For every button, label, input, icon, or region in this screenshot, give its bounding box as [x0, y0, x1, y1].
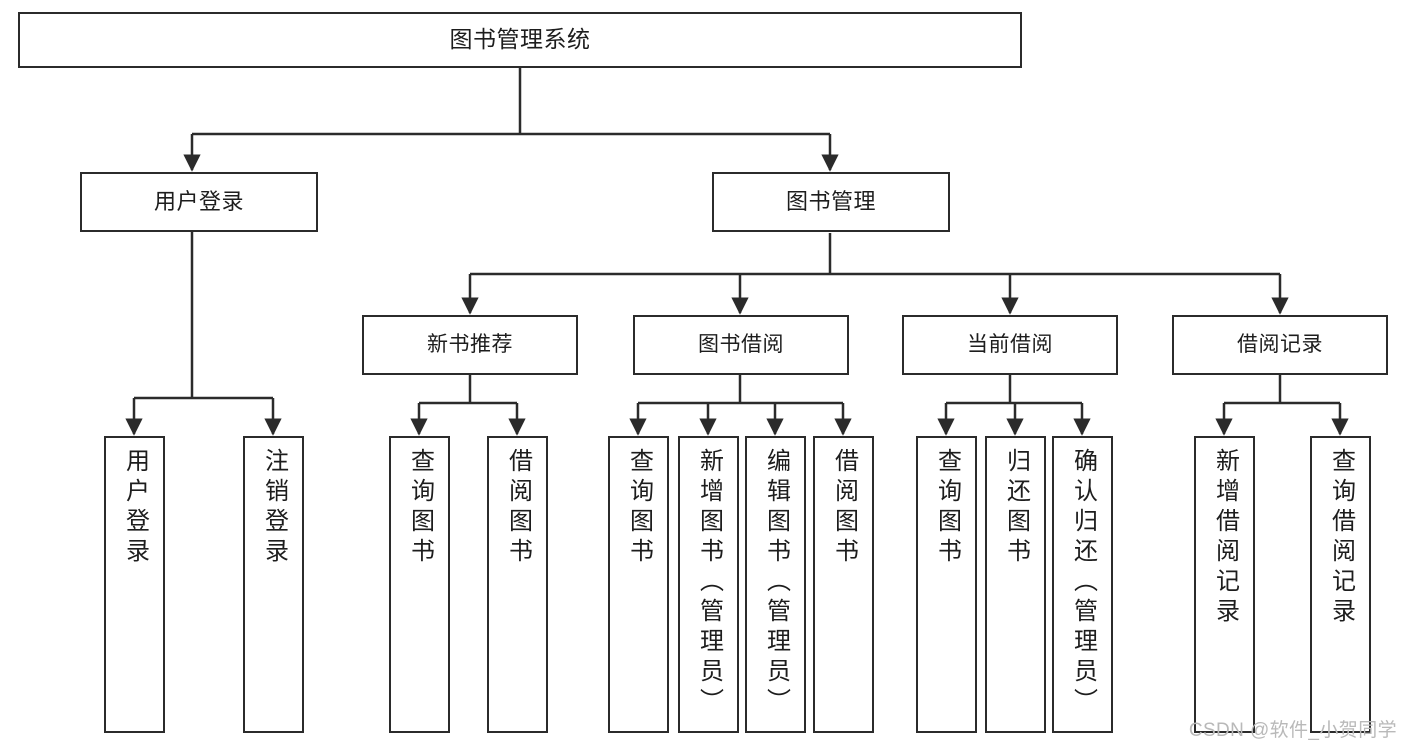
- node-label: 图书借阅: [698, 332, 784, 356]
- node-label: 图书管理系统: [449, 26, 591, 53]
- node-label: 当前借阅: [967, 332, 1053, 356]
- node-label: 图书管理: [785, 189, 876, 215]
- node-user-login[interactable]: 用户登录: [80, 172, 318, 232]
- leaf-current-borrow-query[interactable]: 查询图书: [916, 436, 977, 733]
- leaf-user-login-logout[interactable]: 注销登录: [243, 436, 304, 733]
- leaf-book-borrow-add[interactable]: 新增图书（管理员）: [678, 436, 739, 733]
- node-current-borrow[interactable]: 当前借阅: [902, 315, 1118, 375]
- leaf-borrow-record-add[interactable]: 新增借阅记录: [1194, 436, 1255, 733]
- leaf-current-borrow-return[interactable]: 归还图书: [985, 436, 1046, 733]
- leaf-user-login-login[interactable]: 用户登录: [104, 436, 165, 733]
- node-label: 用户登录: [153, 189, 244, 215]
- leaf-borrow-record-query[interactable]: 查询借阅记录: [1310, 436, 1371, 733]
- node-label: 借阅图书: [504, 448, 532, 568]
- node-label: 用户登录: [121, 448, 149, 568]
- node-book-management[interactable]: 图书管理: [712, 172, 950, 232]
- node-label: 查询图书: [406, 448, 434, 568]
- node-label: 查询图书: [625, 448, 653, 568]
- node-book-borrow[interactable]: 图书借阅: [633, 315, 849, 375]
- node-borrow-record[interactable]: 借阅记录: [1172, 315, 1388, 375]
- leaf-book-borrow-query[interactable]: 查询图书: [608, 436, 669, 733]
- node-label: 新增借阅记录: [1211, 448, 1239, 628]
- leaf-book-borrow-borrow[interactable]: 借阅图书: [813, 436, 874, 733]
- node-label: 注销登录: [260, 448, 288, 568]
- leaf-new-book-borrow[interactable]: 借阅图书: [487, 436, 548, 733]
- node-label: 归还图书: [1002, 448, 1030, 568]
- node-label: 借阅记录: [1237, 332, 1323, 356]
- node-label: 确认归还（管理员）: [1069, 448, 1097, 718]
- leaf-book-borrow-edit[interactable]: 编辑图书（管理员）: [745, 436, 806, 733]
- leaf-new-book-query[interactable]: 查询图书: [389, 436, 450, 733]
- node-label: 编辑图书（管理员）: [762, 448, 790, 718]
- node-label: 新书推荐: [427, 332, 513, 356]
- node-root-system[interactable]: 图书管理系统: [18, 12, 1022, 68]
- node-label: 查询借阅记录: [1327, 448, 1355, 628]
- node-label: 查询图书: [933, 448, 961, 568]
- node-label: 新增图书（管理员）: [695, 448, 723, 718]
- node-new-book-recommend[interactable]: 新书推荐: [362, 315, 578, 375]
- node-label: 借阅图书: [830, 448, 858, 568]
- leaf-current-borrow-confirm-return[interactable]: 确认归还（管理员）: [1052, 436, 1113, 733]
